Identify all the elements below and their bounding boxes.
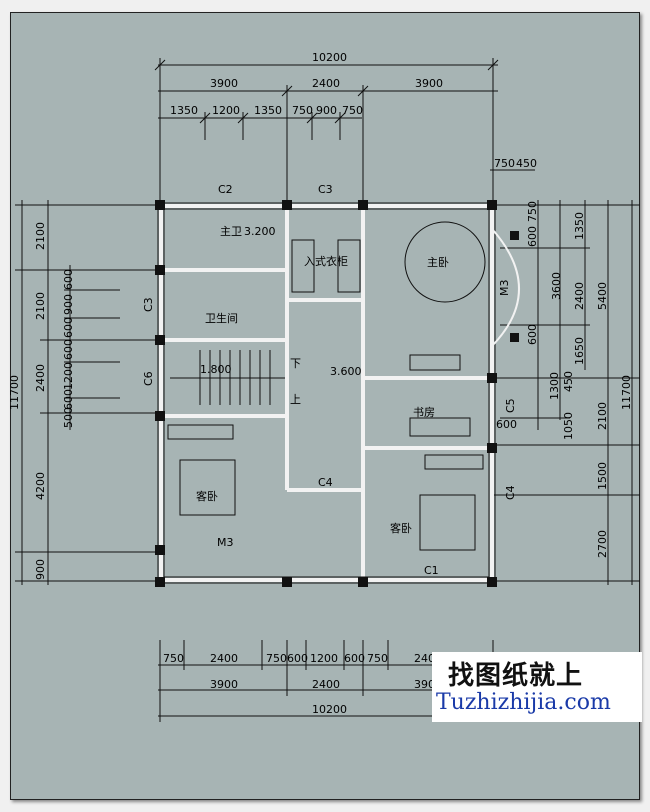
window-label: C6 (142, 371, 155, 386)
dim-top-right: 750 (494, 157, 515, 170)
dim-right-main: 2100 (596, 402, 609, 430)
room-bathroom: 卫生间 (205, 311, 238, 325)
dim-left-inner: 600 (62, 339, 75, 360)
room-guest-left: 客卧 (196, 489, 218, 503)
dim-left-inner: 600 (62, 389, 75, 410)
elevation-mark: 3.200 (244, 225, 276, 238)
dim-left-inner: 1200 (62, 362, 75, 390)
dim-right-mid: 1650 (573, 337, 586, 365)
dim-top-inner: 1200 (212, 104, 240, 117)
room-master-bath: 主卫 (220, 225, 242, 238)
dim-top-inner: 750 (292, 104, 313, 117)
dim-left-inner: 600 (62, 269, 75, 290)
room-study: 书房 (413, 406, 435, 419)
door-label: M3 (498, 280, 511, 297)
dim-left-main: 2100 (34, 292, 47, 320)
elevation-mark: 1.800 (200, 363, 232, 376)
window-label: C5 (504, 398, 517, 413)
dim-bottom-mid: 390 (414, 678, 435, 691)
window-label: C1 (424, 564, 439, 577)
dim-top-inner: 900 (316, 104, 337, 117)
dim-right-inner: 750 (526, 201, 539, 222)
dim-right-main: 5400 (596, 282, 609, 310)
watermark-en: Tuzhizhijia.com (436, 690, 611, 715)
dim-left-main: 900 (34, 559, 47, 580)
dim-top-mid: 3900 (210, 77, 238, 90)
dim-right-inner: 3600 (550, 272, 563, 300)
dim-bottom-inner: 600 (344, 652, 365, 665)
dim-top-inner: 750 (342, 104, 363, 117)
dim-top-total: 10200 (312, 51, 347, 64)
dim-top-right: 450 (516, 157, 537, 170)
dim-bottom-inner: 750 (367, 652, 388, 665)
window-label: C4 (504, 485, 517, 500)
dim-left-inner: 900 (62, 294, 75, 315)
dim-bottom-inner: 600 (287, 652, 308, 665)
dim-bottom-mid: 3900 (210, 678, 238, 691)
stair-up-mark: 上 (290, 393, 301, 406)
dim-left-inner: 500 (62, 407, 75, 428)
watermark-box (432, 652, 642, 722)
dim-bottom-inner: 2400 (210, 652, 238, 665)
dim-right-inner: 1050 (562, 412, 575, 440)
dim-left-total: 11700 (8, 375, 21, 410)
dim-right-inner: 600 (496, 418, 517, 431)
dim-top-mid: 2400 (312, 77, 340, 90)
dim-right-inner: 600 (526, 226, 539, 247)
dim-right-main: 2700 (596, 530, 609, 558)
dim-right-mid: 1300 (548, 372, 561, 400)
room-walk-in-closet: 入式衣柜 (304, 254, 348, 268)
room-guest-right: 客卧 (390, 521, 412, 535)
dim-left-inner: 600 (62, 317, 75, 338)
dim-bottom-inner: 1200 (310, 652, 338, 665)
dim-bottom-inner: 750 (266, 652, 287, 665)
dim-right-main: 1500 (596, 462, 609, 490)
dim-bottom-inner: 240 (414, 652, 435, 665)
dim-right-inner: 600 (526, 324, 539, 345)
dim-bottom-inner: 750 (163, 652, 184, 665)
dim-right-mid: 2400 (573, 282, 586, 310)
window-label: C2 (218, 183, 233, 196)
dim-bottom-mid: 2400 (312, 678, 340, 691)
dim-left-main: 2400 (34, 364, 47, 392)
door-label: M3 (217, 536, 234, 549)
elevation-mark: 3.600 (330, 365, 362, 378)
dim-right-total: 11700 (620, 375, 633, 410)
dim-top-mid: 3900 (415, 77, 443, 90)
dim-left-main: 4200 (34, 472, 47, 500)
dim-bottom-total: 10200 (312, 703, 347, 716)
dim-top-inner: 1350 (254, 104, 282, 117)
dim-right-mid: 1350 (573, 212, 586, 240)
dim-left-main: 2100 (34, 222, 47, 250)
stair-down-mark: 下 (290, 357, 301, 370)
window-label: C3 (318, 183, 333, 196)
window-label: C4 (318, 476, 333, 489)
dim-top-inner: 1350 (170, 104, 198, 117)
room-master-bedroom: 主卧 (427, 256, 449, 269)
watermark-cn: 找图纸就上 (448, 661, 584, 691)
window-label: C3 (142, 297, 155, 312)
dim-right-inner: 450 (562, 371, 575, 392)
